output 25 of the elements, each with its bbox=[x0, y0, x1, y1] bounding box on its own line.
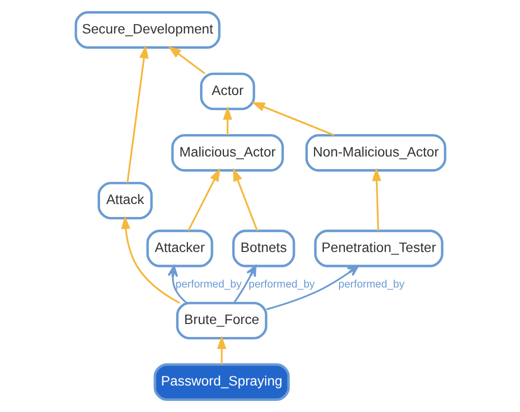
arrow bbox=[167, 46, 205, 74]
node-box: Attacker bbox=[146, 230, 213, 268]
edge-label: performed_by bbox=[174, 278, 242, 290]
node-box: Password_Spraying bbox=[153, 363, 290, 401]
arrow bbox=[222, 106, 232, 135]
edge-label: performed_by bbox=[338, 278, 404, 290]
node-box: Brute_Force bbox=[176, 302, 267, 340]
arrow bbox=[187, 168, 220, 232]
arrow bbox=[372, 168, 381, 231]
node-box: Penetration_Tester bbox=[314, 230, 443, 268]
arrow bbox=[120, 216, 180, 304]
node-box: Attack bbox=[97, 182, 152, 220]
arrow bbox=[126, 45, 148, 183]
arrow bbox=[251, 102, 334, 136]
edge-label: performed_by bbox=[248, 278, 314, 290]
node-box: Non-Malicious_Actor bbox=[304, 134, 446, 172]
arrow bbox=[167, 265, 187, 304]
node-box: Botnets bbox=[232, 230, 295, 268]
arrow bbox=[266, 265, 358, 310]
arrow bbox=[232, 265, 256, 304]
node-box: Malicious_Actor bbox=[170, 134, 284, 172]
node-box: Secure_Development bbox=[74, 11, 220, 49]
node-box: Actor bbox=[200, 72, 255, 110]
arrow bbox=[216, 336, 226, 364]
arrow bbox=[232, 168, 258, 232]
